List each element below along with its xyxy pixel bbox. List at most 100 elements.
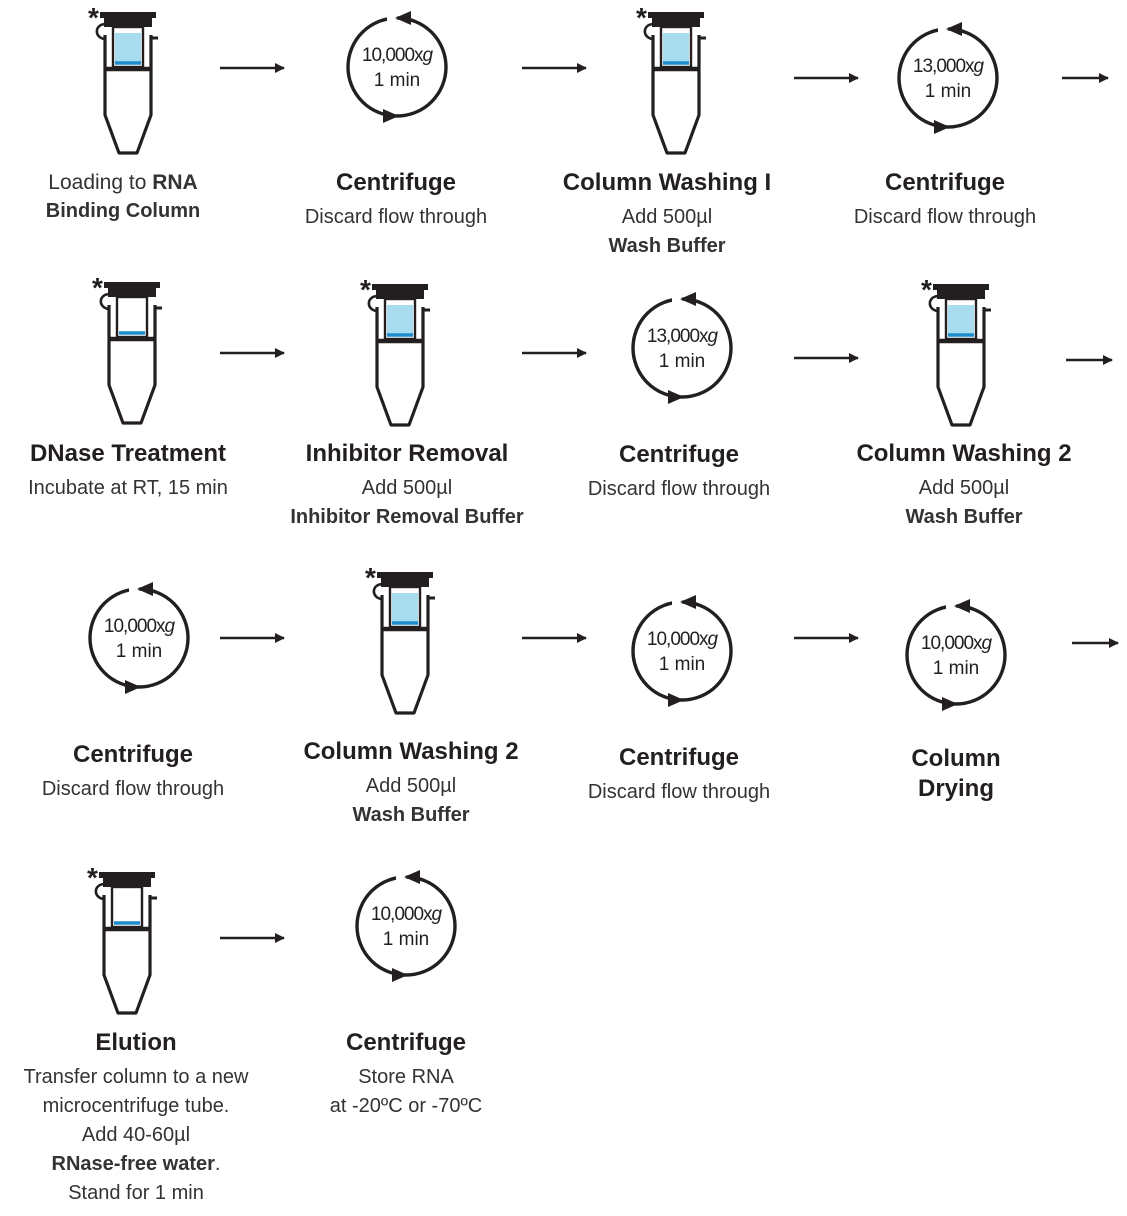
arrowhead-top-icon — [680, 595, 696, 609]
asterisk-mark: * — [365, 562, 376, 593]
gap-top — [129, 580, 141, 598]
gap-top — [672, 290, 684, 308]
gap-top — [396, 868, 408, 886]
column-tube-icon: * — [88, 2, 158, 155]
arrowhead-bottom-icon — [934, 120, 950, 134]
column-insert — [115, 295, 149, 339]
liquid — [392, 593, 418, 623]
arrowhead-bottom-icon — [383, 109, 399, 123]
tube-cap-lip — [104, 18, 152, 27]
tube-cap — [933, 284, 989, 290]
step-detail-line: Store RNA — [358, 1066, 454, 1088]
step-title: Centrifuge — [619, 744, 739, 771]
step-detail-line: Wash Buffer — [261, 801, 561, 830]
tube-cap — [377, 572, 433, 578]
gap-top — [387, 9, 399, 27]
arrowhead-bottom-icon — [125, 680, 141, 694]
column-tube-icon: * — [87, 862, 157, 1015]
rotation-circle — [88, 587, 190, 689]
centrifuge-speed: 13,000xg — [913, 56, 985, 77]
centrifuge-time: 1 min — [659, 654, 705, 675]
column-tube-icon: * — [636, 2, 706, 155]
column-tube-icon: * — [92, 272, 162, 425]
asterisk-mark: * — [88, 2, 99, 33]
column-tube-icon: * — [921, 274, 991, 427]
step-detail-line: RNase-free water. — [51, 1153, 221, 1175]
asterisk-mark: * — [87, 862, 98, 893]
rotation-circle — [346, 16, 448, 118]
arrowhead-bottom-icon — [392, 968, 408, 982]
centrifuge-time: 1 min — [374, 70, 420, 91]
column-tube-icon: * — [365, 562, 435, 715]
centrifuge-speed: 10,000xg — [362, 45, 434, 66]
centrifuge-time: 1 min — [116, 641, 162, 662]
step-title: Centrifuge — [619, 441, 739, 468]
step-detail-line: Incubate at RT, 15 min — [28, 477, 228, 499]
column-insert — [110, 885, 144, 929]
tube-cap — [648, 12, 704, 18]
liquid — [387, 305, 413, 335]
centrifuge-icon: 13,000xg 1 min — [897, 20, 999, 134]
asterisk-mark: * — [921, 274, 932, 305]
arrowhead-top-icon — [954, 599, 970, 613]
step-detail-bold: Binding Column — [45, 200, 201, 222]
centrifuge-icon: 10,000xg 1 min — [355, 868, 457, 982]
centrifuge-speed: 10,000xg — [371, 904, 443, 925]
step-detail-bold: RNA — [152, 171, 198, 194]
step-detail-line: Add 500µl — [918, 477, 1010, 499]
centrifuge-time: 1 min — [383, 929, 429, 950]
cap-hinge — [94, 882, 106, 901]
centrifuge-speed: 13,000xg — [647, 326, 719, 347]
step-title: Column — [911, 745, 1001, 772]
step-detail-line: Wash Buffer — [814, 503, 1114, 532]
step-detail-line: Add 500µl — [365, 775, 457, 797]
rotation-circle — [631, 297, 733, 399]
step-detail-line: Stand for 1 min — [68, 1182, 204, 1204]
step-detail-line: Discard flow through — [587, 478, 771, 500]
step-detail-line: Wash Buffer — [517, 232, 817, 261]
gap-top — [946, 597, 958, 615]
cap-hinge — [643, 22, 655, 41]
tube-cap-lip — [937, 290, 985, 299]
step-detail-bold: Inhibitor Removal Buffer — [290, 506, 524, 528]
tube-cap — [99, 872, 155, 878]
step-detail-line: Add 500µl — [621, 206, 713, 228]
step-title: Centrifuge — [73, 741, 193, 768]
column-tube-icon: * — [360, 274, 430, 427]
rotation-circle — [355, 875, 457, 977]
step-detail-line: Discard flow through — [304, 206, 488, 228]
gap-top — [672, 593, 684, 611]
arrowhead-top-icon — [404, 870, 420, 884]
centrifuge-time: 1 min — [659, 351, 705, 372]
centrifuge-time: 1 min — [933, 658, 979, 679]
tube-cap — [100, 12, 156, 18]
tube-cap — [104, 282, 160, 288]
step-title: Column Washing 2 — [303, 738, 519, 765]
centrifuge-icon: 10,000xg 1 min — [346, 9, 448, 123]
tube-cap-lip — [381, 578, 429, 587]
step-detail-line: Discard flow through — [853, 206, 1037, 228]
step-title: Centrifuge — [346, 1029, 466, 1056]
tube-cap-lip — [652, 18, 700, 27]
tube-cap-lip — [108, 288, 156, 297]
tube-cap-lip — [103, 878, 151, 887]
centrifuge-time: 1 min — [925, 81, 971, 102]
cap-hinge — [928, 294, 940, 313]
asterisk-mark: * — [636, 2, 647, 33]
step-title: Column Washing 2 — [856, 440, 1072, 467]
step-detail-bold: Wash Buffer — [905, 506, 1023, 528]
asterisk-mark: * — [92, 272, 103, 303]
rotation-circle — [905, 604, 1007, 706]
step-detail-line: microcentrifuge tube. — [42, 1095, 230, 1117]
rotation-circle — [631, 600, 733, 702]
step-title: Centrifuge — [336, 169, 456, 196]
